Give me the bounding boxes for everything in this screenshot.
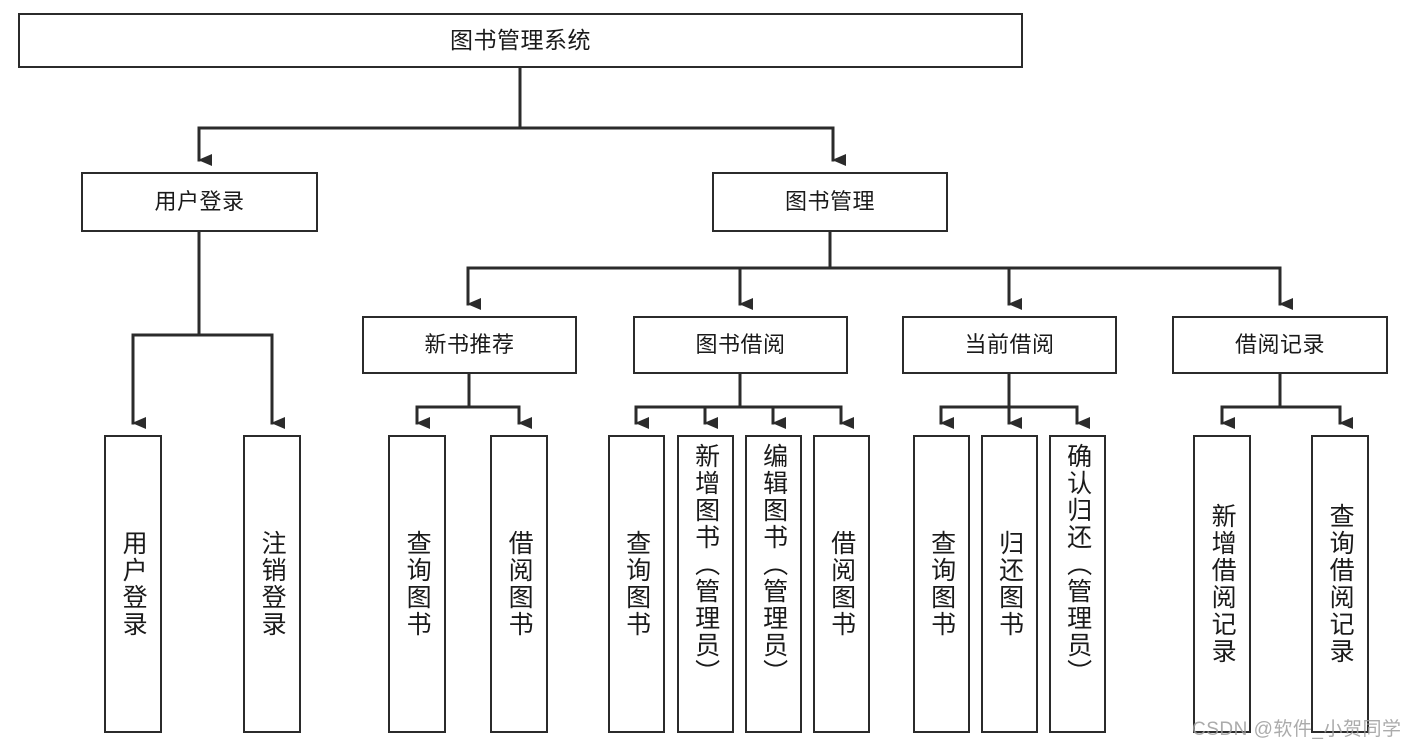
leaf-borrow-borrow-book[interactable]: 借阅图书 [813,435,870,733]
leaf-record-query[interactable]: 查询借阅记录 [1311,435,1369,733]
leaf-borrow-query-book[interactable]: 查询图书 [608,435,665,733]
node-user-login[interactable]: 用户登录 [81,172,318,232]
node-borrow-record[interactable]: 借阅记录 [1172,316,1388,374]
node-book-management[interactable]: 图书管理 [712,172,948,232]
leaf-new-book-borrow[interactable]: 借阅图书 [490,435,548,733]
leaf-current-return-book[interactable]: 归还图书 [981,435,1038,733]
node-label: 借阅图书 [827,530,856,638]
node-label: 图书管理系统 [450,27,591,53]
node-label: 查询图书 [403,530,432,638]
node-label: 注销登录 [258,530,287,638]
node-label: 当前借阅 [964,332,1055,357]
leaf-current-confirm-return[interactable]: 确认归还（管理员） [1049,435,1106,733]
node-label: 确认归还（管理员） [1063,443,1092,686]
node-label: 编辑图书（管理员） [759,443,788,686]
node-root-system[interactable]: 图书管理系统 [18,13,1023,68]
leaf-current-query-book[interactable]: 查询图书 [913,435,970,733]
node-label: 归还图书 [995,530,1024,638]
node-book-borrow[interactable]: 图书借阅 [633,316,848,374]
node-label: 查询图书 [622,530,651,638]
leaf-new-book-query[interactable]: 查询图书 [388,435,446,733]
node-label: 新增借阅记录 [1208,503,1237,665]
leaf-user-login-signin[interactable]: 用户登录 [104,435,162,733]
node-label: 新书推荐 [424,332,515,357]
leaf-borrow-add-book[interactable]: 新增图书（管理员） [677,435,734,733]
node-label: 用户登录 [119,530,148,638]
node-label: 新增图书（管理员） [691,443,720,686]
node-label: 图书借阅 [695,332,786,357]
node-current-borrow[interactable]: 当前借阅 [902,316,1117,374]
leaf-user-login-signout[interactable]: 注销登录 [243,435,301,733]
node-label: 借阅图书 [505,530,534,638]
node-new-book-recommend[interactable]: 新书推荐 [362,316,577,374]
leaf-borrow-edit-book[interactable]: 编辑图书（管理员） [745,435,802,733]
node-label: 图书管理 [784,189,875,214]
node-label: 查询图书 [927,530,956,638]
node-label: 查询借阅记录 [1326,503,1355,665]
leaf-record-add[interactable]: 新增借阅记录 [1193,435,1251,733]
node-label: 用户登录 [154,189,245,214]
node-label: 借阅记录 [1234,332,1325,357]
